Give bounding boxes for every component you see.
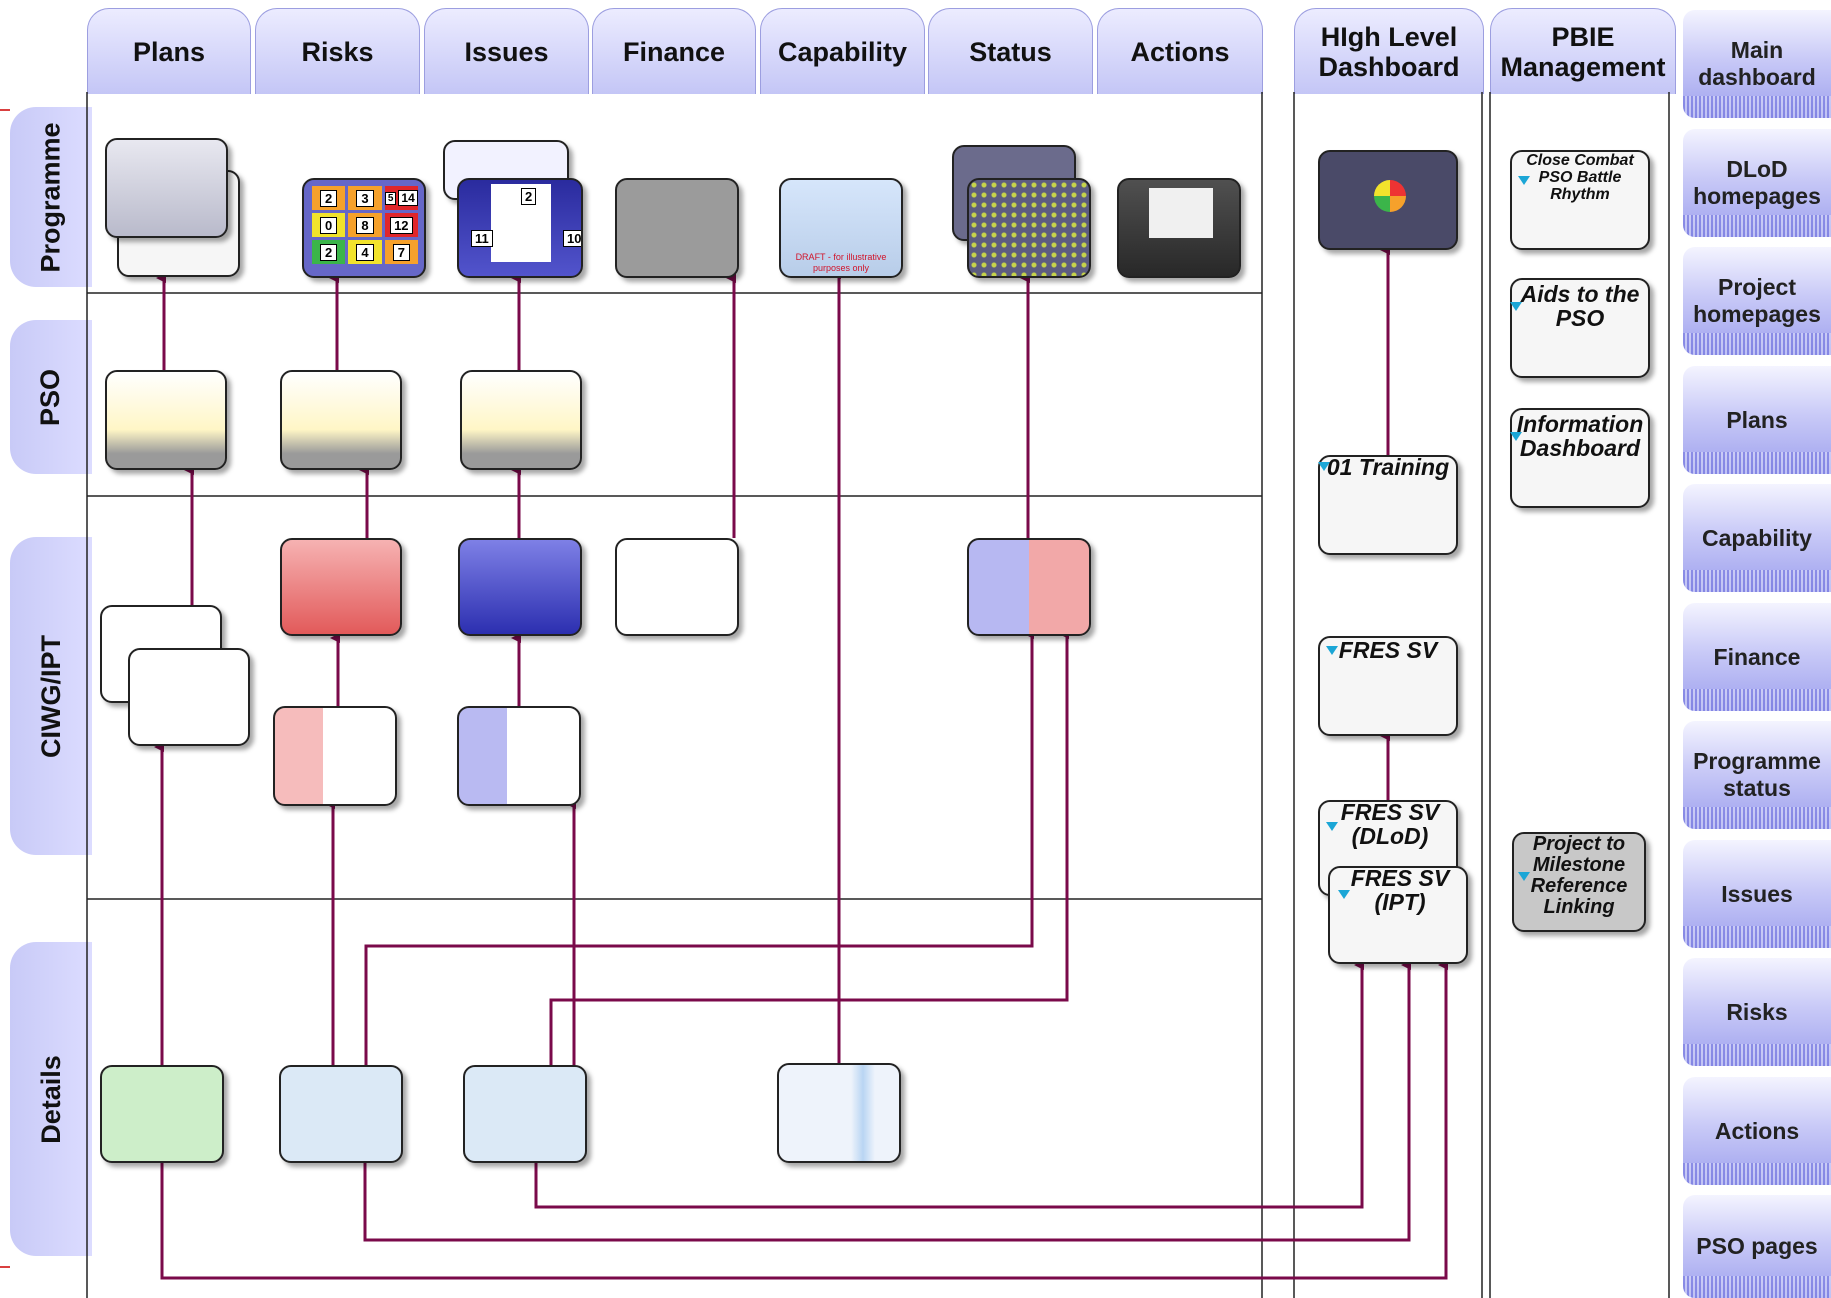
tab-plans[interactable]: Plans [87, 8, 251, 94]
nav-plans[interactable]: Plans [1683, 366, 1831, 474]
link-marker-icon [1338, 890, 1350, 899]
information-dashboard-label: Information Dashboard [1516, 411, 1644, 462]
capability-details-thumbnail[interactable] [777, 1063, 901, 1163]
tab-high-level-dashboard[interactable]: HIgh Level Dashboard [1294, 8, 1484, 94]
plans-programme-thumbnail[interactable] [105, 138, 228, 238]
issue-count-right: 10 [563, 230, 581, 247]
training-label: 01 Training [1326, 454, 1450, 480]
fres-sv-dlod-label: FRES SV (DLoD) [1340, 799, 1440, 850]
training-dashboard-thumbnail[interactable] [1318, 455, 1458, 555]
tab-pbie-management[interactable]: PBIE Management [1490, 8, 1676, 94]
dashboard-pie-chart [1374, 180, 1406, 212]
nav-programme-status[interactable]: Programme status [1683, 721, 1831, 829]
aids-to-pso-label: Aids to the PSO [1520, 281, 1640, 332]
nav-issues[interactable]: Issues [1683, 840, 1831, 948]
project-milestone-thumbnail[interactable] [1512, 832, 1646, 932]
high-level-dashboard-thumbnail[interactable] [1318, 150, 1458, 250]
link-marker-icon [1318, 462, 1330, 471]
issues-ciwg-detail-thumbnail[interactable] [457, 706, 581, 806]
risks-ciwg-thumbnail[interactable] [280, 538, 402, 636]
fres-sv-thumbnail[interactable] [1318, 636, 1458, 736]
status-ciwg-thumbnail[interactable] [967, 538, 1091, 636]
plans-details-thumbnail[interactable] [100, 1065, 224, 1163]
nav-finance[interactable]: Finance [1683, 603, 1831, 711]
close-combat-label: Close Combat PSO Battle Rhythm [1526, 152, 1634, 203]
finance-programme-thumbnail[interactable] [615, 178, 739, 278]
capability-programme-thumbnail[interactable]: DRAFT - for illustrative purposes only [779, 178, 903, 278]
nav-dlod-homepages[interactable]: DLoD homepages [1683, 129, 1831, 237]
row-label-ciwg-ipt: CIWG/IPT [10, 537, 92, 855]
link-marker-icon [1326, 646, 1338, 655]
issues-details-thumbnail[interactable] [463, 1065, 587, 1163]
nav-main-dashboard[interactable]: Main dashboard [1683, 10, 1831, 118]
nav-pso-pages[interactable]: PSO pages [1683, 1195, 1831, 1298]
issues-pso-thumbnail[interactable] [460, 370, 582, 470]
row-label-pso: PSO [10, 320, 92, 474]
fres-sv-label: FRES SV [1338, 637, 1438, 663]
tab-actions[interactable]: Actions [1097, 8, 1263, 94]
nav-capability[interactable]: Capability [1683, 484, 1831, 592]
actions-programme-thumbnail[interactable] [1117, 178, 1241, 278]
issues-programme-thumbnail[interactable]: 2 11 10 [457, 178, 583, 278]
issue-count-top: 2 [521, 188, 537, 205]
fres-sv-ipt-thumbnail[interactable] [1328, 866, 1468, 964]
project-milestone-label: Project to Milestone Reference Linking [1530, 833, 1628, 918]
tab-risks[interactable]: Risks [255, 8, 420, 94]
capability-draft-note: DRAFT - for illustrative purposes only [795, 252, 887, 273]
tab-issues[interactable]: Issues [424, 8, 589, 94]
nav-actions[interactable]: Actions [1683, 1077, 1831, 1185]
close-combat-thumbnail[interactable] [1510, 150, 1650, 250]
row-label-details: Details [10, 942, 92, 1256]
aids-to-pso-thumbnail[interactable] [1510, 278, 1650, 378]
risks-ciwg-detail-thumbnail[interactable] [273, 706, 397, 806]
tab-finance[interactable]: Finance [592, 8, 756, 94]
risks-pso-thumbnail[interactable] [280, 370, 402, 470]
link-marker-icon [1510, 302, 1522, 311]
status-programme-thumbnail[interactable] [967, 178, 1091, 278]
tab-status[interactable]: Status [928, 8, 1093, 94]
finance-ciwg-thumbnail[interactable] [615, 538, 739, 636]
plans-ciwg-thumbnail[interactable] [128, 648, 250, 746]
tab-capability[interactable]: Capability [760, 8, 925, 94]
link-marker-icon [1510, 432, 1522, 441]
issue-count-left: 11 [471, 230, 493, 247]
risks-details-thumbnail[interactable] [279, 1065, 403, 1163]
fres-sv-ipt-label: FRES SV (IPT) [1350, 865, 1450, 916]
link-marker-icon [1518, 872, 1530, 881]
row-label-programme: Programme [10, 107, 92, 287]
link-marker-icon [1326, 822, 1338, 831]
issues-ciwg-thumbnail[interactable] [458, 538, 582, 636]
nav-project-homepages[interactable]: Project homepages [1683, 247, 1831, 355]
plans-pso-thumbnail[interactable] [105, 370, 227, 470]
link-marker-icon [1518, 176, 1530, 185]
nav-risks[interactable]: Risks [1683, 958, 1831, 1066]
information-dashboard-thumbnail[interactable] [1510, 408, 1650, 508]
